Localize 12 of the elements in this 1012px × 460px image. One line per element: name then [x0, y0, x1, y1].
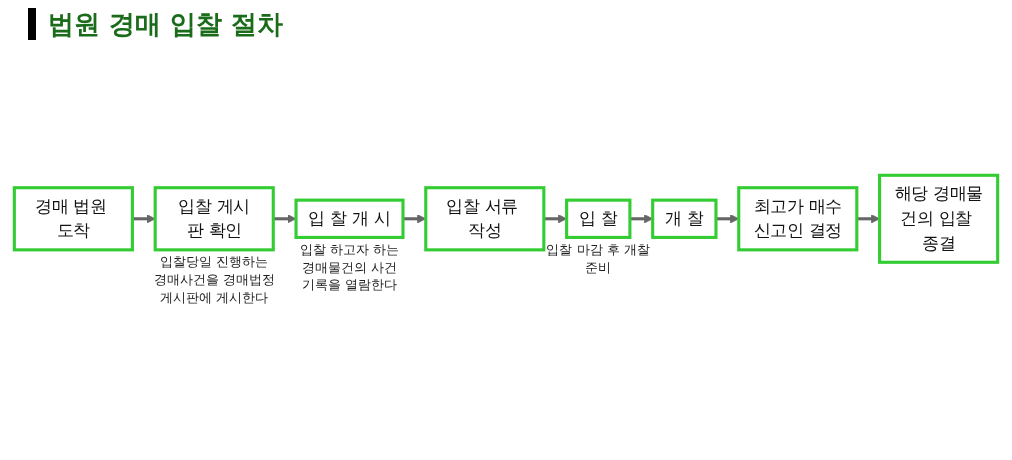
- note-text: 입찰당일 진행하는 경매사건을 경매법정 게시판에 게시한다: [153, 254, 275, 305]
- note-text: 입찰 마감 후 개찰 준비: [546, 242, 651, 275]
- note-text: 입찰 하고자 하는 경매물건의 사건 기록을 열람한다: [299, 242, 400, 293]
- node-box: 입 찰 개 시: [294, 198, 405, 239]
- node-box: 경매 법원 도착: [12, 186, 134, 252]
- diagram-title: 법원 경매 입찰 절차: [28, 8, 284, 40]
- node-box: 입 찰: [565, 198, 632, 239]
- node-box: 최고가 매수신고인 결정: [737, 186, 859, 252]
- node-box: 해당 경매물건의 입찰 종결: [878, 173, 1000, 264]
- node-box: 개 찰: [651, 198, 718, 239]
- node-box: 입찰 서류 작성: [424, 186, 546, 252]
- node-box: 입찰 게시판 확인: [153, 186, 275, 252]
